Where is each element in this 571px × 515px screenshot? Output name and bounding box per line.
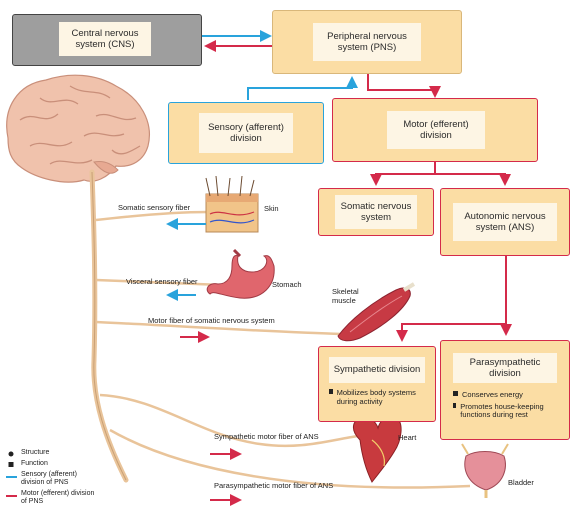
legend-function-label: Function	[21, 460, 48, 467]
motor-to-somatic-connector	[370, 162, 436, 186]
legend-sensory-label: Sensory (afferent) division of PNS	[21, 471, 77, 486]
skeletal-muscle-label: Skeletal muscle	[332, 287, 359, 305]
legend-motor-label: Motor (efferent) division of PNS	[21, 490, 95, 505]
legend-structure-label: Structure	[21, 449, 50, 456]
ans-box: Autonomic nervous system (ANS)	[440, 188, 570, 256]
parasympathetic-function-1: Conserves energy	[462, 390, 523, 399]
parasympathetic-functions: Conserves energy Promotes house-keeping …	[453, 390, 561, 420]
somatic-sensory-fiber-label: Somatic sensory fiber	[118, 203, 191, 212]
sensory-box: Sensory (afferent) division	[168, 102, 324, 164]
cns-label: Central nervous system (CNS)	[59, 22, 151, 56]
legend-structure-dot	[8, 451, 14, 457]
sympathetic-box: Sympathetic division Mobilizes body syst…	[318, 346, 436, 422]
parasympathetic-function-2: Promotes house-keeping functions during …	[460, 401, 544, 420]
stomach-label: Stomach	[272, 280, 302, 289]
motor-label: Motor (efferent) division	[387, 111, 485, 149]
parasympathetic-motor-fiber-label: Parasympathetic motor fiber of ANS	[214, 481, 334, 490]
legend-function-square	[8, 462, 14, 467]
somatic-motor-nerve	[95, 320, 343, 336]
parasympathetic-nerve	[109, 428, 471, 489]
motor-to-ans-connector	[435, 173, 511, 186]
sympathetic-label: Sympathetic division	[329, 357, 425, 383]
sympathetic-function-text: Mobilizes body systems during activity	[336, 388, 416, 406]
bladder-illustration	[461, 443, 509, 498]
motor-somatic-fiber-label: Motor fiber of somatic nervous system	[148, 316, 275, 325]
sensory-to-pns-connector	[247, 76, 358, 100]
sensory-label: Sensory (afferent) division	[199, 113, 293, 153]
parasympathetic-box: Parasympathetic division Conserves energ…	[440, 340, 570, 440]
stomach-illustration	[206, 248, 275, 299]
ans-label: Autonomic nervous system (ANS)	[453, 203, 557, 241]
sympathetic-motor-fiber-label: Sympathetic motor fiber of ANS	[214, 432, 319, 441]
sympathetic-function: Mobilizes body systems during activity	[329, 388, 429, 406]
sympathetic-nerve	[99, 393, 359, 448]
brain-illustration	[6, 74, 150, 183]
pns-label: Peripheral nervous system (PNS)	[313, 23, 421, 61]
visceral-sensory-fiber-label: Visceral sensory fiber	[126, 277, 198, 286]
cns-box: Central nervous system (CNS)	[12, 14, 202, 66]
bladder-label: Bladder	[508, 478, 534, 487]
somatic-box: Somatic nervous system	[318, 188, 434, 236]
heart-label: Heart	[398, 433, 417, 442]
pns-to-motor-connector	[367, 74, 441, 98]
skeletal-muscle-illustration	[337, 282, 416, 342]
skin-label: Skin	[264, 204, 279, 213]
somatic-sensory-nerve	[95, 210, 209, 222]
ans-to-sympathetic-connector	[396, 256, 507, 342]
skin-illustration	[205, 175, 259, 233]
motor-box: Motor (efferent) division	[332, 98, 538, 162]
pns-box: Peripheral nervous system (PNS)	[272, 10, 462, 74]
parasympathetic-label: Parasympathetic division	[453, 353, 557, 383]
somatic-label: Somatic nervous system	[335, 195, 417, 229]
